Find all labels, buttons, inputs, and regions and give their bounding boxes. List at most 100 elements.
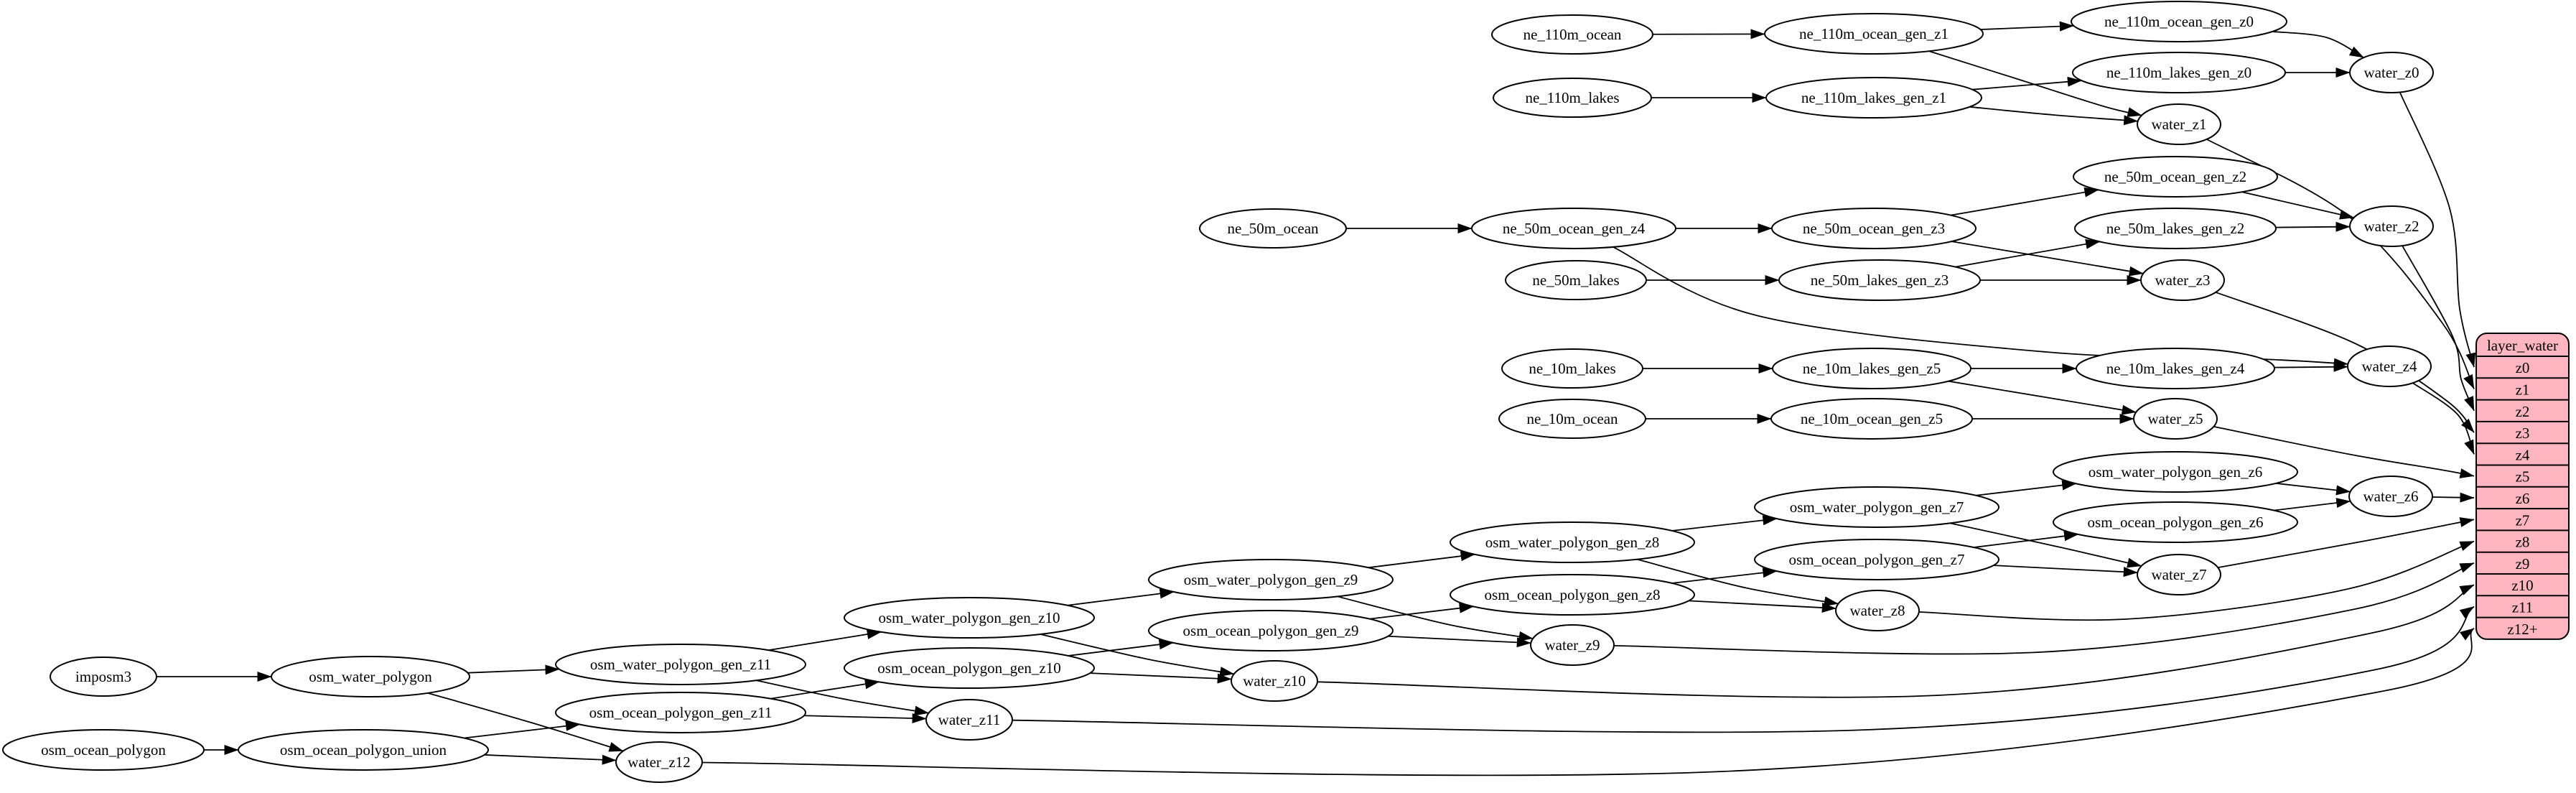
node-label: water_z10: [1243, 672, 1305, 690]
node-label: water_z12: [627, 753, 690, 771]
node-osm_ocean_polygon_gen_z7: osm_ocean_polygon_gen_z7: [1755, 539, 1999, 580]
node-ne_50m_lakes_gen_z3: ne_50m_lakes_gen_z3: [1779, 260, 1980, 300]
edge-ne_50m_ocean_gen_z3-to-ne_50m_ocean_gen_z2: [1951, 190, 2099, 215]
edge-ne_10m_lakes_gen_z4-to-water_z4: [2274, 367, 2348, 368]
node-ne_110m_ocean_gen_z1: ne_110m_ocean_gen_z1: [1765, 14, 1983, 54]
table-row-z7: z7: [2516, 511, 2530, 529]
node-label: ne_50m_ocean_gen_z4: [1503, 220, 1646, 237]
node-label: osm_ocean_polygon_gen_z11: [589, 704, 773, 721]
node-ne_110m_lakes_gen_z1: ne_110m_lakes_gen_z1: [1766, 78, 1982, 118]
edge-osm_water_polygon-to-osm_water_polygon_gen_z11: [467, 669, 559, 673]
node-label: ne_110m_lakes_gen_z1: [1801, 89, 1946, 106]
node-water_z11: water_z11: [926, 700, 1012, 740]
node-water_z9: water_z9: [1531, 625, 1614, 665]
node-label: ne_10m_lakes: [1529, 360, 1615, 377]
node-ne_10m_ocean: ne_10m_ocean: [1499, 399, 1646, 438]
edge-osm_ocean_polygon_gen_z11-to-osm_ocean_polygon_gen_z10: [771, 682, 879, 698]
edge-water_z6-to-layer_water-z6: [2432, 497, 2474, 498]
edge-osm_water_polygon_gen_z8-to-osm_water_polygon_gen_z7: [1672, 519, 1777, 531]
edge-osm_ocean_polygon_gen_z8-to-water_z8: [1689, 600, 1836, 608]
table-row-z5: z5: [2516, 468, 2530, 486]
node-label: osm_ocean_polygon_gen_z7: [1789, 551, 1965, 568]
node-osm_ocean_polygon_gen_z9: osm_ocean_polygon_gen_z9: [1149, 611, 1393, 651]
edge-osm_ocean_polygon_union-to-water_z12: [485, 755, 617, 761]
node-label: ne_110m_lakes: [1525, 89, 1619, 106]
node-label: water_z2: [2364, 218, 2419, 235]
node-label: water_z7: [2152, 566, 2207, 583]
edge-osm_water_polygon_gen_z6-to-water_z6: [2276, 483, 2350, 492]
table-row-z6: z6: [2516, 490, 2530, 507]
edge-ne_10m_lakes_gen_z5-to-water_z5: [1949, 381, 2136, 412]
node-water_z2: water_z2: [2350, 206, 2433, 246]
node-ne_50m_lakes_gen_z2: ne_50m_lakes_gen_z2: [2075, 208, 2276, 249]
node-label: osm_water_polygon_gen_z7: [1790, 498, 1964, 516]
table-row-z12+: z12+: [2507, 621, 2537, 638]
node-water_z10: water_z10: [1231, 661, 1317, 701]
node-osm_ocean_polygon_union: osm_ocean_polygon_union: [238, 730, 488, 770]
edge-osm_ocean_polygon_gen_z7-to-water_z7: [1994, 565, 2138, 572]
node-label: water_z0: [2364, 64, 2419, 81]
table-row-z2: z2: [2516, 403, 2530, 420]
edge-osm_water_polygon_gen_z11-to-osm_water_polygon_gen_z10: [769, 632, 882, 650]
node-water_z0: water_z0: [2350, 52, 2433, 93]
node-ne_50m_ocean_gen_z3: ne_50m_ocean_gen_z3: [1772, 208, 1976, 249]
edge-osm_ocean_polygon_gen_z7-to-osm_ocean_polygon_gen_z6: [1974, 534, 2078, 547]
edge-osm_ocean_polygon_gen_z9-to-water_z9: [1388, 636, 1531, 643]
node-label: osm_ocean_polygon_gen_z6: [2088, 514, 2264, 531]
node-label: osm_water_polygon_gen_z8: [1485, 534, 1660, 551]
node-osm_ocean_polygon_gen_z10: osm_ocean_polygon_gen_z10: [844, 648, 1094, 688]
node-ne_10m_lakes_gen_z4: ne_10m_lakes_gen_z4: [2076, 348, 2274, 389]
node-osm_ocean_polygon_gen_z11: osm_ocean_polygon_gen_z11: [556, 692, 806, 733]
node-ne_10m_ocean_gen_z5: ne_10m_ocean_gen_z5: [1771, 399, 1972, 439]
node-osm_water_polygon_gen_z8: osm_water_polygon_gen_z8: [1450, 522, 1694, 562]
node-label: osm_water_polygon_gen_z11: [590, 656, 771, 673]
node-water_z12: water_z12: [616, 742, 702, 782]
node-ne_50m_lakes: ne_50m_lakes: [1506, 261, 1646, 300]
node-osm_ocean_polygon_gen_z8: osm_ocean_polygon_gen_z8: [1450, 575, 1694, 615]
node-osm_water_polygon_gen_z9: osm_water_polygon_gen_z9: [1149, 560, 1393, 600]
node-water_z6: water_z6: [2349, 476, 2432, 516]
node-ne_110m_ocean: ne_110m_ocean: [1492, 15, 1653, 54]
node-osm_ocean_polygon_gen_z6: osm_ocean_polygon_gen_z6: [2053, 502, 2297, 542]
edge-ne_50m_ocean_gen_z3-to-water_z3: [1951, 241, 2143, 274]
node-ne_50m_ocean_gen_z4: ne_50m_ocean_gen_z4: [1472, 208, 1676, 249]
node-osm_water_polygon_gen_z10: osm_water_polygon_gen_z10: [844, 598, 1094, 638]
node-label: ne_10m_lakes_gen_z4: [2106, 360, 2245, 377]
node-label: osm_ocean_polygon_gen_z8: [1485, 586, 1661, 603]
edge-osm_water_polygon_gen_z7-to-osm_water_polygon_gen_z6: [1976, 483, 2076, 495]
node-label: ne_50m_ocean_gen_z2: [2104, 168, 2246, 185]
edge-ne_110m_ocean_gen_z0-to-water_z0: [2272, 32, 2363, 57]
table-row-z9: z9: [2516, 555, 2530, 572]
node-water_z8: water_z8: [1836, 590, 1919, 631]
node-label: osm_water_polygon_gen_z6: [2089, 463, 2263, 481]
node-label: ne_50m_ocean: [1227, 220, 1319, 237]
node-label: water_z8: [1850, 602, 1905, 619]
node-label: ne_50m_lakes_gen_z3: [1811, 272, 1949, 289]
node-osm_water_polygon_gen_z6: osm_water_polygon_gen_z6: [2053, 452, 2297, 492]
table-row-z0: z0: [2516, 359, 2530, 376]
node-label: osm_water_polygon_gen_z9: [1184, 571, 1358, 588]
node-label: osm_ocean_polygon: [41, 741, 166, 759]
layer-water-table: layer_waterz0z1z2z3z4z5z6z7z8z9z10z11z12…: [2476, 333, 2569, 639]
node-layer: ne_110m_ocean ne_110m_ocean_gen_z1 ne_110m…: [3, 1, 2433, 782]
edge-ne_50m_ocean_gen_z4-to-water_z4: [1613, 247, 2348, 364]
table-row-z10: z10: [2511, 577, 2533, 594]
edge-osm_ocean_polygon_gen_z11-to-water_z11: [804, 715, 926, 718]
node-label: water_z6: [2363, 488, 2419, 505]
node-label: ne_110m_ocean: [1523, 26, 1622, 43]
node-label: ne_50m_lakes_gen_z2: [2106, 220, 2244, 237]
node-label: osm_ocean_polygon_gen_z10: [877, 659, 1060, 677]
node-label: osm_water_polygon_gen_z10: [878, 609, 1060, 626]
table-row-z11: z11: [2512, 598, 2534, 616]
node-osm_water_polygon: osm_water_polygon: [271, 657, 470, 697]
node-label: osm_water_polygon: [309, 668, 432, 685]
node-ne_10m_lakes_gen_z5: ne_10m_lakes_gen_z5: [1773, 348, 1971, 389]
node-label: ne_50m_lakes: [1532, 272, 1619, 289]
node-water_z4: water_z4: [2348, 346, 2431, 386]
table-row-z3: z3: [2516, 425, 2530, 442]
node-label: water_z1: [2152, 116, 2207, 133]
node-label: ne_10m_ocean_gen_z5: [1801, 410, 1943, 427]
node-ne_50m_ocean: ne_50m_ocean: [1200, 209, 1346, 248]
